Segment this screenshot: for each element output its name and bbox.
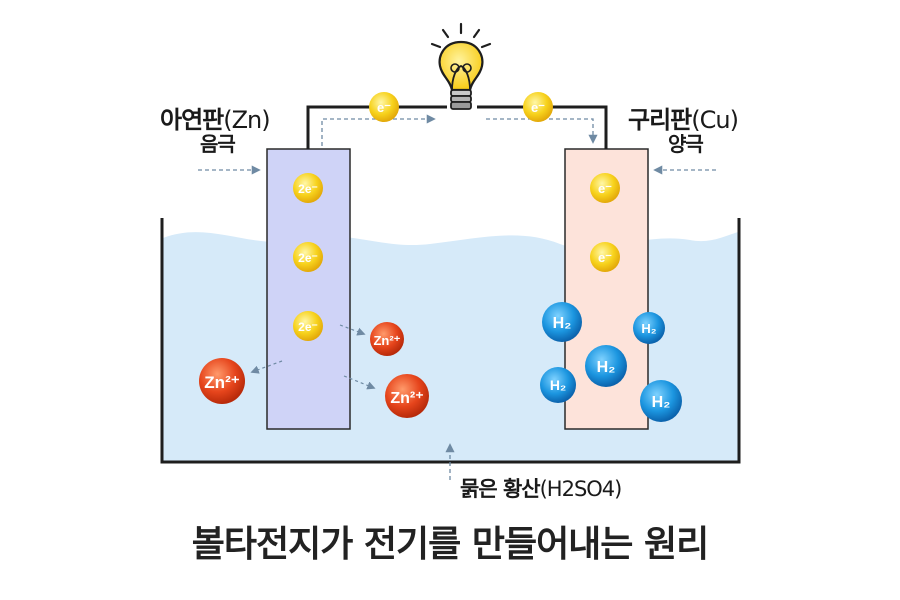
zinc-plate-name: 아연판 (160, 106, 224, 134)
electron: e⁻ (590, 242, 620, 272)
zinc-formula: (Zn) (223, 106, 270, 134)
zinc-ion: Zn²⁺ (370, 322, 404, 356)
electrolyte-formula: (H2SO4) (539, 477, 623, 501)
hydrogen-label: H₂ (550, 377, 566, 393)
electron-label: 2e⁻ (298, 251, 318, 265)
electron-label: e⁻ (598, 250, 612, 265)
zinc-ion-label: Zn²⁺ (390, 390, 423, 407)
zinc-ion: Zn²⁺ (199, 358, 245, 404)
electron: 2e⁻ (293, 242, 323, 272)
electron-flow-arrow-right (486, 118, 598, 144)
electron-flow-arrow-left (321, 114, 436, 146)
hydrogen-molecule: H₂ (640, 380, 682, 422)
zinc-ion-label: Zn²⁺ (204, 373, 239, 392)
hydrogen-label: H₂ (641, 321, 656, 336)
copper-pole-label: 양극 (668, 132, 704, 156)
electron: e⁻ (590, 173, 620, 203)
electron-label: 2e⁻ (298, 320, 318, 334)
electron: 2e⁻ (293, 311, 323, 341)
electrolyte-name: 묽은 황산 (460, 477, 541, 501)
zinc-ion-label: Zn²⁺ (373, 333, 400, 348)
electrolyte-solution (163, 232, 738, 462)
hydrogen-label: H₂ (652, 394, 671, 411)
hydrogen-label: H₂ (597, 359, 616, 376)
hydrogen-molecule: H₂ (585, 345, 627, 387)
hydrogen-molecule: H₂ (633, 312, 665, 344)
hydrogen-molecule: H₂ (542, 302, 582, 342)
hydrogen-label: H₂ (553, 315, 572, 332)
zinc-pole-label: 음극 (200, 132, 236, 156)
ion-release-arrow-2 (250, 360, 283, 374)
ion-release-arrow-3 (343, 375, 376, 390)
electron-label: e⁻ (598, 181, 612, 196)
electrolyte-label: 묽은 황산(H2SO4) (460, 477, 623, 501)
electron-label: e⁻ (531, 100, 545, 115)
electron-label: e⁻ (377, 100, 391, 115)
hydrogen-molecule: H₂ (540, 367, 576, 403)
ion-release-arrow-1 (339, 324, 366, 336)
electron: 2e⁻ (293, 173, 323, 203)
copper-formula: (Cu) (691, 106, 739, 134)
electron: e⁻ (369, 92, 399, 122)
light-bulb-icon (430, 22, 492, 110)
zinc-plate-label: 아연판(Zn) (160, 106, 271, 134)
zinc-ion: Zn²⁺ (385, 374, 429, 418)
circuit-wire (306, 105, 608, 149)
electron-label: 2e⁻ (298, 182, 318, 196)
copper-plate-name: 구리판 (628, 106, 692, 134)
copper-plate-label: 구리판(Cu) (628, 106, 739, 134)
electron: e⁻ (523, 92, 553, 122)
caption-title: 볼타전지가 전기를 만들어내는 원리 (191, 524, 709, 565)
